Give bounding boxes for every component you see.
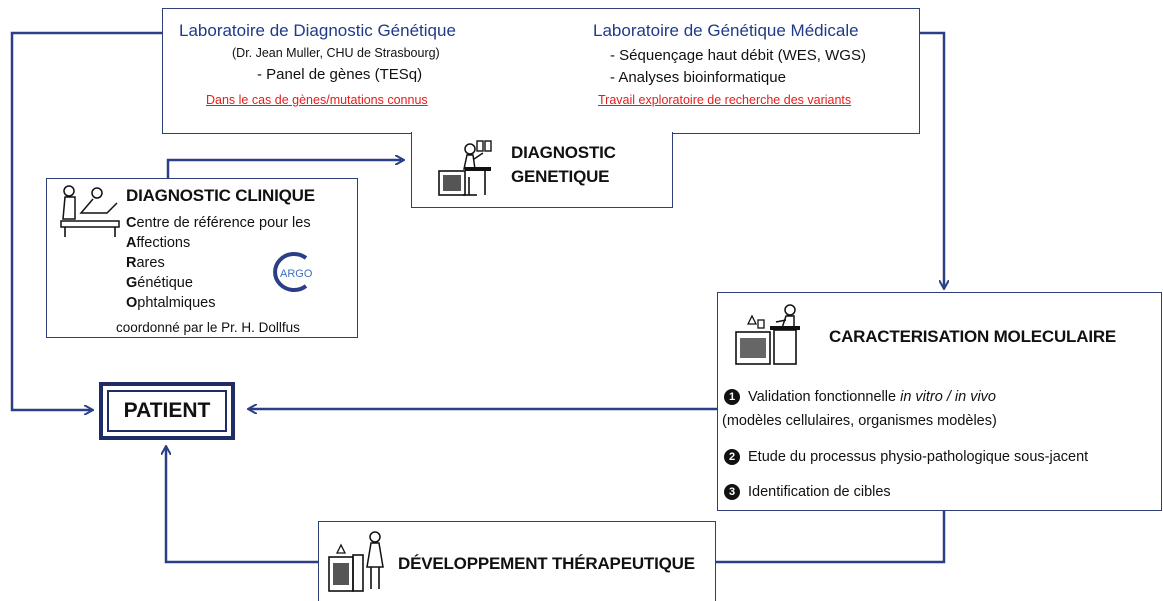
arrow-labmed-to-caract bbox=[913, 31, 944, 288]
acronym-line-r: Rares bbox=[126, 255, 165, 271]
coordinated-by: coordonné par le Pr. H. Dollfus bbox=[116, 320, 300, 335]
lab-med-note: Travail exploratoire de recherche des va… bbox=[598, 93, 852, 107]
cargo-logo-text: ARGO bbox=[280, 268, 313, 280]
cargo-logo: ARGO bbox=[273, 252, 313, 292]
researcher-icon bbox=[328, 531, 384, 592]
geneticist-lab-icon bbox=[438, 140, 492, 196]
arrow-clinique-to-genetique bbox=[166, 160, 403, 178]
lab-med-title: Laboratoire de Génétique Médicale bbox=[593, 21, 859, 40]
diag-clinique-title: DIAGNOSTIC CLINIQUE bbox=[126, 186, 315, 205]
patient-label: PATIENT bbox=[107, 390, 227, 432]
arrow-dev-to-patient bbox=[166, 447, 318, 564]
arrow-labdiag-to-patient bbox=[10, 31, 168, 410]
bullet-2: 2 bbox=[724, 449, 740, 465]
lab-med-item2: - Analyses bioinformatique bbox=[610, 69, 786, 86]
dev-box bbox=[318, 521, 716, 601]
acronym-line-a: Affections bbox=[126, 235, 191, 251]
bullet-1: 1 bbox=[724, 389, 740, 405]
lab-box bbox=[162, 8, 920, 134]
acronym-line-g: Génétique bbox=[126, 275, 193, 291]
patient-box: PATIENT bbox=[99, 382, 235, 440]
clinician-patient-icon bbox=[60, 185, 120, 237]
bullet-3: 3 bbox=[724, 484, 740, 500]
diag-genetique-line1: DIAGNOSTIC bbox=[511, 143, 616, 162]
lab-diag-note: Dans le cas de gènes/mutations connus bbox=[206, 93, 428, 107]
lab-diag-title: Laboratoire de Diagnostic Génétique bbox=[179, 21, 456, 40]
lab-diag-subtitle: (Dr. Jean Muller, CHU de Strasbourg) bbox=[232, 46, 440, 60]
acronym-line-c: Centre de référence pour les bbox=[126, 215, 311, 231]
dev-title: DÉVELOPPEMENT THÉRAPEUTIQUE bbox=[398, 554, 695, 573]
caract-title: CARACTERISATION MOLECULAIRE bbox=[829, 327, 1117, 346]
diag-genetique-line2: GENETIQUE bbox=[511, 167, 610, 186]
lab-bench-icon bbox=[735, 304, 800, 365]
lab-diag-item: - Panel de gènes (TESq) bbox=[257, 66, 423, 83]
lab-med-item1: - Séquençage haut débit (WES, WGS) bbox=[610, 47, 866, 64]
acronym-line-o: Ophtalmiques bbox=[126, 295, 216, 311]
connector-caract-to-dev bbox=[715, 510, 946, 564]
caract-item-1-detail: (modèles cellulaires, organismes modèles… bbox=[722, 413, 997, 429]
